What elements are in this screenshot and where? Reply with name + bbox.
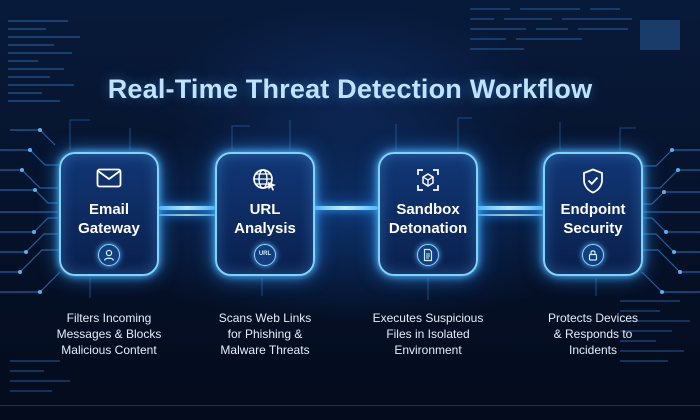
step-description-endpoint-security: Protects Devices & Responds to Incidents [518, 310, 668, 358]
description-line: Messages & Blocks [56, 327, 162, 341]
description-line: Protects Devices [547, 311, 639, 325]
step-email-gateway: Email Gateway [59, 152, 159, 276]
url-badge-text: URL [258, 251, 272, 257]
description-line: Incidents [568, 343, 618, 357]
step-description-sandbox-detonation: Executes Suspicious Files in Isolated En… [353, 310, 503, 358]
envelope-icon [61, 168, 157, 194]
step-title-line: Sandbox [396, 201, 460, 218]
description-line: Scans Web Links [218, 311, 312, 325]
step-description-email-gateway: Filters Incoming Messages & Blocks Malic… [34, 310, 184, 358]
step-sandbox-detonation: Sandbox Detonation [378, 152, 478, 276]
shield-check-icon [545, 168, 641, 194]
step-title: URL Analysis [217, 200, 313, 238]
description-line: Malicious Content [61, 343, 157, 357]
step-title-line: Gateway [78, 220, 140, 237]
description-line: for Phishing & [227, 327, 303, 341]
step-title: Sandbox Detonation [380, 200, 476, 238]
description-line: Malware Threats [220, 343, 310, 357]
step-endpoint-security: Endpoint Security [543, 152, 643, 276]
diagram-title: Real-Time Threat Detection Workflow [107, 74, 593, 104]
step-title-line: URL [249, 201, 281, 218]
connector-sandbox-endpoint [475, 206, 543, 210]
globe-cursor-icon [217, 168, 313, 194]
connector-email-url [159, 206, 215, 210]
description-line: & Responds to [553, 327, 633, 341]
connector-url-sandbox [312, 206, 378, 210]
lock-icon [582, 244, 604, 266]
step-title: Endpoint Security [545, 200, 641, 238]
description-line: Environment [394, 343, 462, 357]
step-title-line: Analysis [234, 220, 296, 237]
document-icon [417, 244, 439, 266]
cube-in-frame-icon [380, 168, 476, 194]
description-line: Executes Suspicious [372, 311, 484, 325]
step-title-line: Detonation [388, 220, 468, 237]
url-icon: URL [254, 244, 276, 266]
step-title: Email Gateway [61, 200, 157, 238]
user-mail-icon [98, 244, 120, 266]
description-line: Filters Incoming [66, 311, 152, 325]
connector-email-url-lower [159, 214, 215, 216]
step-title-line: Email [88, 201, 130, 218]
step-title-line: Security [563, 220, 623, 237]
connector-sandbox-endpoint-lower [475, 214, 543, 216]
step-url-analysis: URL Analysis URL [215, 152, 315, 276]
step-description-url-analysis: Scans Web Links for Phishing & Malware T… [190, 310, 340, 358]
step-title-line: Endpoint [560, 201, 626, 218]
description-line: Files in Isolated [386, 327, 470, 341]
